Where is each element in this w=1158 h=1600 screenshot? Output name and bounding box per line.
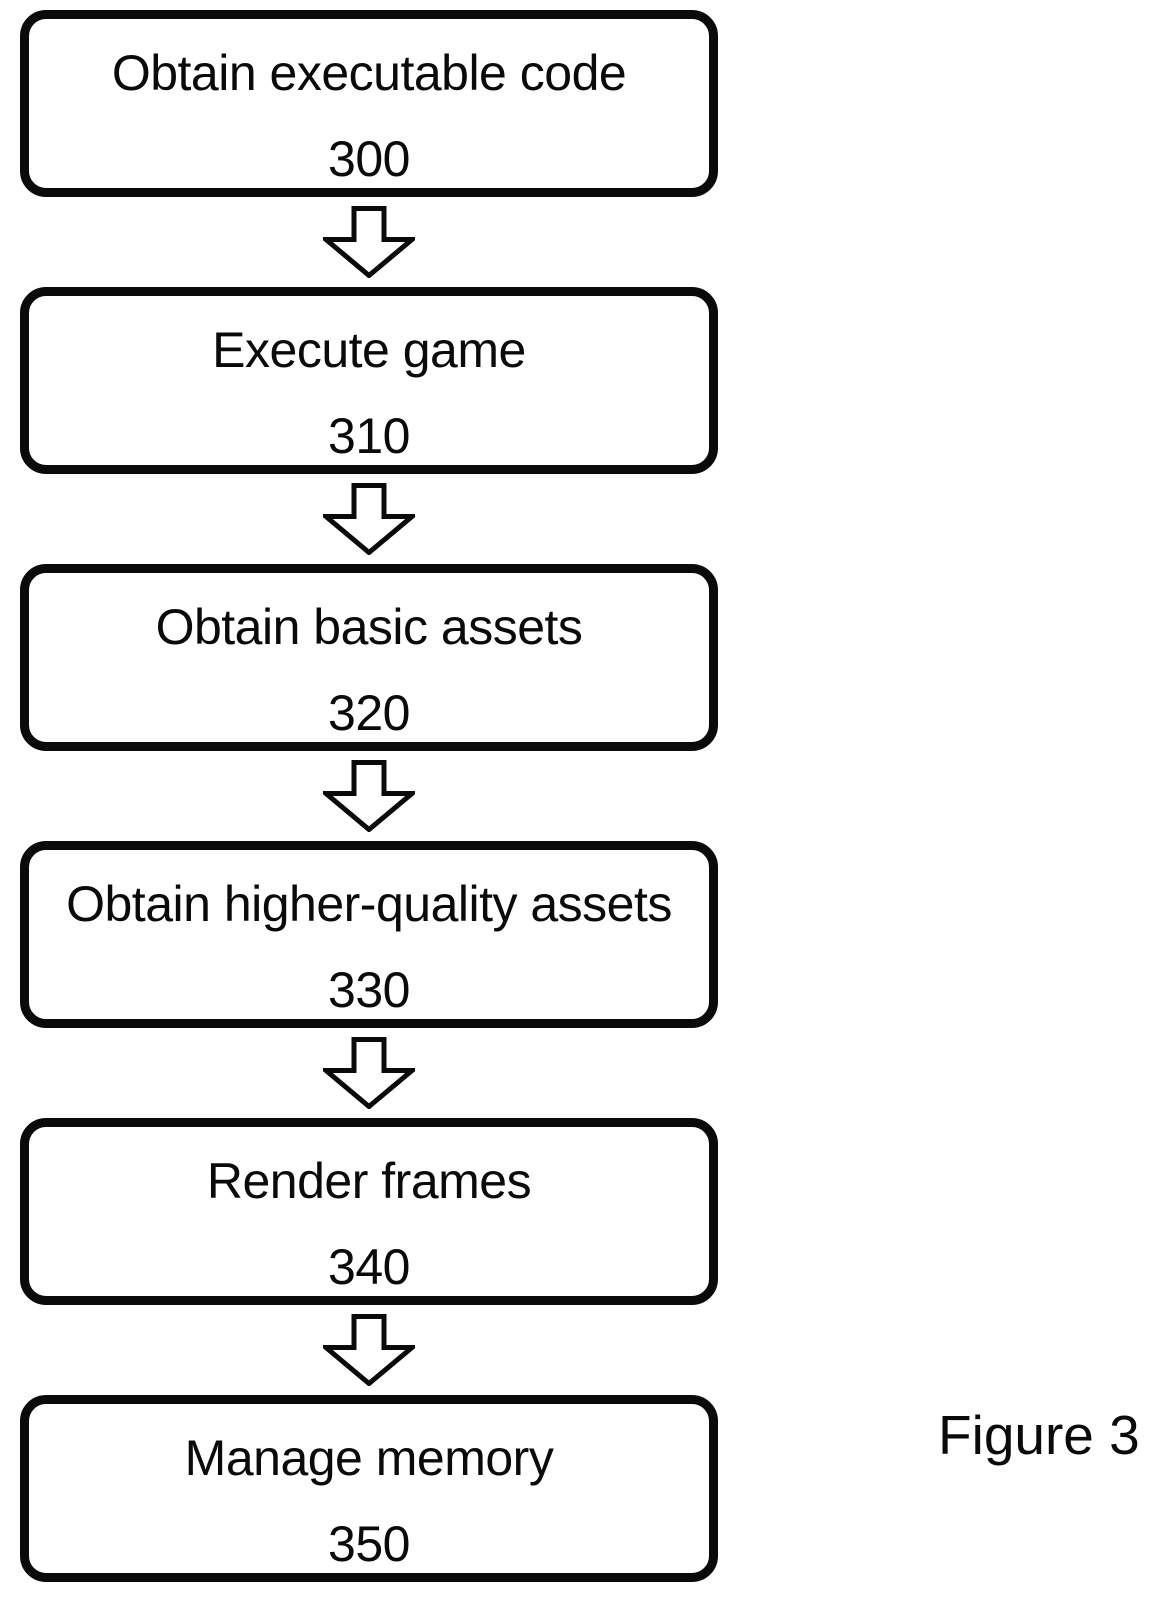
step-label: Render frames — [206, 1152, 532, 1209]
down-arrow-icon — [323, 206, 415, 278]
connector-2 — [20, 474, 718, 564]
step-ref: 320 — [328, 684, 410, 741]
step-label: Obtain basic assets — [155, 598, 583, 655]
down-arrow-icon — [323, 1037, 415, 1109]
down-arrow-icon — [323, 760, 415, 832]
step-ref: 310 — [328, 407, 410, 464]
down-arrow-icon — [323, 483, 415, 555]
step-label: Obtain higher-quality assets — [66, 875, 672, 932]
step-box-obtain-higher-quality-assets: Obtain higher-quality assets 330 — [20, 841, 718, 1028]
step-ref: 350 — [328, 1515, 410, 1572]
step-label: Manage memory — [184, 1429, 554, 1486]
figure-label: Figure 3 — [938, 1404, 1140, 1466]
step-box-manage-memory: Manage memory 350 — [20, 1395, 718, 1582]
connector-5 — [20, 1305, 718, 1395]
step-box-obtain-basic-assets: Obtain basic assets 320 — [20, 564, 718, 751]
step-ref: 300 — [328, 130, 410, 187]
connector-4 — [20, 1028, 718, 1118]
step-box-render-frames: Render frames 340 — [20, 1118, 718, 1305]
step-ref: 330 — [328, 961, 410, 1018]
step-label: Execute game — [212, 321, 526, 378]
step-label: Obtain executable code — [111, 44, 627, 101]
step-box-execute-game: Execute game 310 — [20, 287, 718, 474]
flowchart: Obtain executable code 300 Execute game … — [20, 10, 718, 1582]
down-arrow-icon — [323, 1314, 415, 1386]
step-ref: 340 — [328, 1238, 410, 1295]
connector-1 — [20, 197, 718, 287]
connector-3 — [20, 751, 718, 841]
step-box-obtain-executable-code: Obtain executable code 300 — [20, 10, 718, 197]
